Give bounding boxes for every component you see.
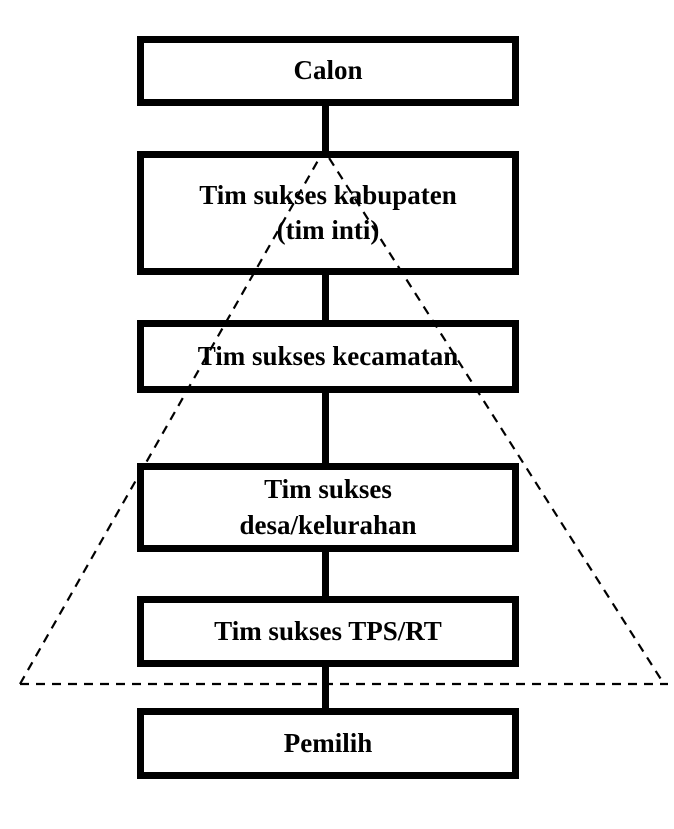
node-label: Pemilih [283, 727, 373, 758]
node-sublabel: desa/kelurahan [239, 509, 417, 540]
node-tim-sukses-tps-rt: Tim sukses TPS/RT [137, 596, 519, 667]
node-pemilih: Pemilih [137, 708, 519, 779]
node-label: Tim sukses [264, 474, 392, 505]
node-tim-sukses-kabupaten: Tim sukses kabupaten (tim inti) [137, 151, 519, 275]
node-label: Tim sukses kecamatan [197, 340, 459, 371]
node-tim-sukses-kecamatan: Tim sukses kecamatan [137, 320, 519, 393]
node-label: Tim sukses TPS/RT [214, 615, 442, 646]
node-calon: Calon [137, 36, 519, 106]
node-tim-sukses-desa: Tim sukses desa/kelurahan [137, 463, 519, 552]
node-sublabel: (tim inti) [276, 215, 380, 245]
node-label: Tim sukses kabupaten [199, 179, 457, 210]
node-label: Calon [293, 55, 363, 86]
